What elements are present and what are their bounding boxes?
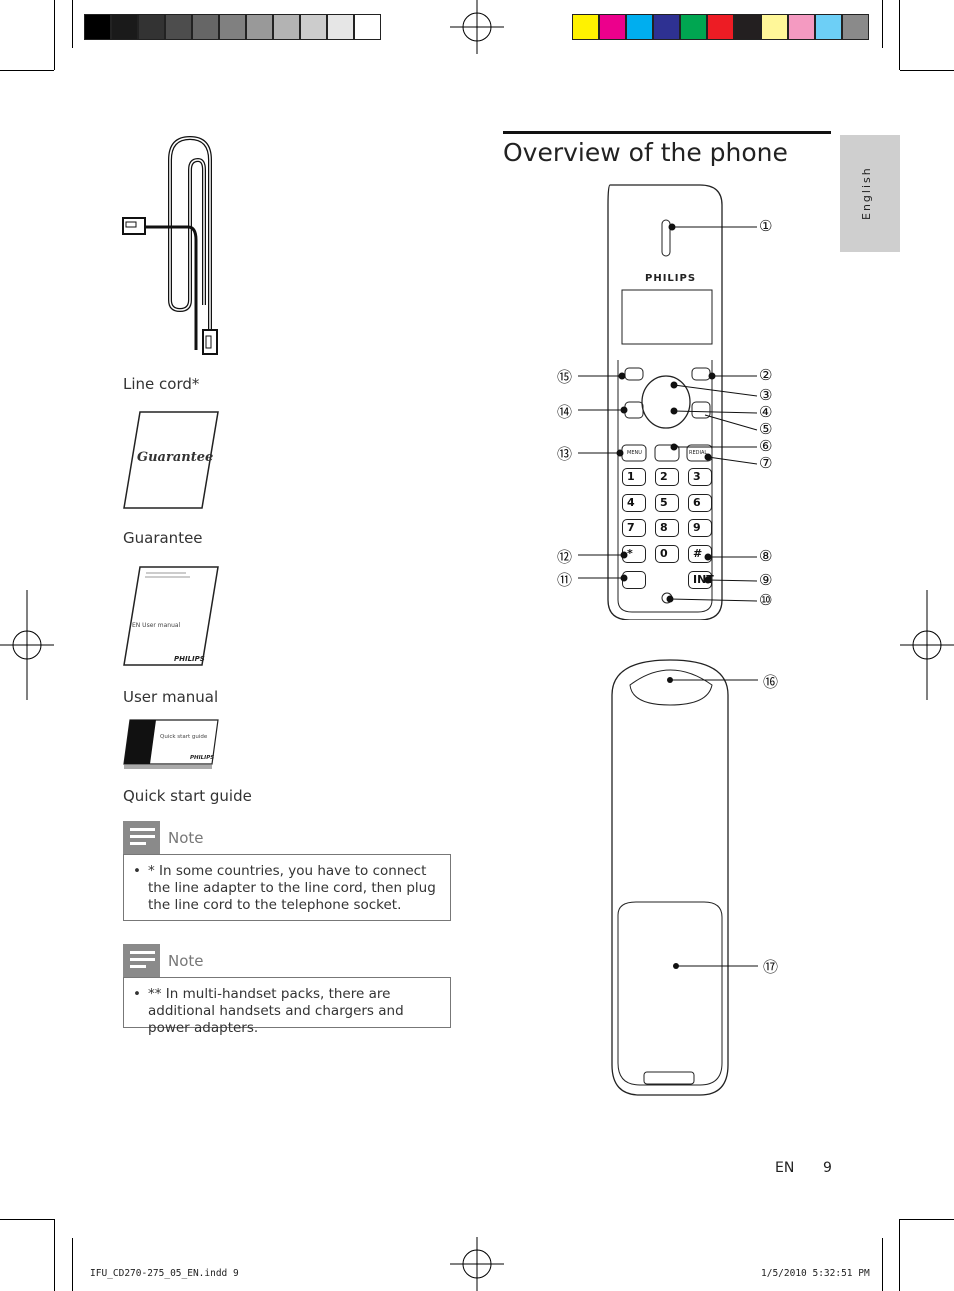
color-swatch [653, 14, 680, 40]
registration-mark [450, 1237, 504, 1291]
key-7: 7 [622, 519, 646, 537]
crop-mark [54, 1219, 55, 1291]
crop-mark [0, 70, 54, 71]
crop-mark [72, 1238, 73, 1291]
callout-number: ⑰ [763, 958, 779, 976]
callout-number: ② [759, 366, 773, 384]
key-6: 6 [688, 494, 712, 512]
color-swatch [572, 14, 599, 40]
callout-number: ⑩ [759, 591, 773, 609]
language-tab: English [840, 135, 900, 252]
page-title: Overview of the phone [503, 138, 788, 167]
callout-number: ⑬ [557, 445, 573, 463]
quick-start-cover-title: Quick start guide [160, 734, 208, 740]
title-rule [503, 131, 831, 134]
crop-mark [882, 0, 883, 48]
crop-mark [0, 1219, 54, 1220]
key-9: 9 [688, 519, 712, 537]
color-swatch [354, 14, 381, 40]
item-label-user-manual: User manual [123, 688, 219, 706]
callout-number: ⑭ [557, 403, 573, 421]
callout-number: ① [759, 217, 773, 235]
color-swatch [626, 14, 653, 40]
page-number: 9 [823, 1160, 832, 1176]
color-swatch [327, 14, 354, 40]
key-8: 8 [655, 519, 679, 537]
note-icon [123, 944, 160, 977]
item-label-guarantee: Guarantee [123, 529, 203, 547]
callout-number: ⑥ [759, 437, 773, 455]
callout-number: ⑪ [557, 571, 573, 589]
callout-number: ⑨ [759, 571, 773, 589]
color-swatch [84, 14, 111, 40]
quick-start-brand: PHILIPS [190, 755, 215, 761]
color-swatch [138, 14, 165, 40]
color-swatch [300, 14, 327, 40]
line-cord-illustration [122, 135, 218, 355]
footer-filename: IFU_CD270-275_05_EN.indd 9 [90, 1268, 239, 1279]
callout-number: ⑤ [759, 420, 773, 438]
registration-mark [900, 590, 954, 700]
color-swatch [599, 14, 626, 40]
user-manual-cover-title: EN User manual [132, 622, 181, 629]
registration-mark [450, 0, 504, 54]
note-body: * In some countries, you have to connect… [123, 854, 451, 921]
footer-timestamp: 1/5/2010 5:32:51 PM [761, 1268, 870, 1279]
color-swatch [815, 14, 842, 40]
crop-mark [900, 1219, 954, 1220]
note-icon [123, 821, 160, 854]
callout-number: ③ [759, 386, 773, 404]
callout-number: ⑯ [763, 673, 779, 691]
key-5: 5 [655, 494, 679, 512]
language-tab-label: English [860, 166, 873, 220]
key-INT: INT [688, 571, 714, 589]
color-swatch [165, 14, 192, 40]
crop-mark [54, 0, 55, 70]
color-swatch [111, 14, 138, 40]
color-swatch [761, 14, 788, 40]
crop-mark [882, 1238, 883, 1291]
item-label-quick-start-guide: Quick start guide [123, 787, 252, 805]
callout-lines [578, 223, 758, 603]
page-language: EN [775, 1160, 795, 1176]
color-swatch [219, 14, 246, 40]
key-4: 4 [622, 494, 646, 512]
callout-number: ⑮ [557, 368, 573, 386]
key-3: 3 [688, 468, 712, 486]
key-redial: REDIAL [689, 450, 708, 456]
key-1: 1 [622, 468, 646, 486]
guarantee-booklet-illustration [123, 411, 219, 509]
phone-brand: PHILIPS [645, 273, 697, 284]
callout-number: ⑧ [759, 547, 773, 565]
user-manual-illustration [123, 566, 219, 666]
callout-number: ⑫ [557, 548, 573, 566]
color-swatch [246, 14, 273, 40]
key-2: 2 [655, 468, 679, 486]
key-0: 0 [655, 545, 679, 563]
user-manual-brand: PHILIPS [174, 655, 205, 663]
crop-mark [72, 0, 73, 48]
color-swatch [273, 14, 300, 40]
callout-number: ④ [759, 403, 773, 421]
note-title: Note [168, 829, 204, 847]
guarantee-booklet-text: Guarantee [137, 450, 214, 465]
key-menu: MENU [627, 450, 642, 456]
crop-mark [900, 70, 954, 71]
quick-start-guide-illustration [123, 719, 219, 769]
crop-mark [899, 1219, 900, 1291]
color-swatch [734, 14, 761, 40]
color-swatch [707, 14, 734, 40]
color-swatch [788, 14, 815, 40]
callout-number: ⑦ [759, 454, 773, 472]
note-title: Note [168, 952, 204, 970]
color-swatch [192, 14, 219, 40]
color-swatch [680, 14, 707, 40]
item-label-line-cord: Line cord* [123, 375, 200, 393]
color-swatch [842, 14, 869, 40]
crop-mark [899, 0, 900, 70]
registration-mark [0, 590, 54, 700]
phone-back-illustration [611, 659, 758, 1096]
note-body: ** In multi-handset packs, there are add… [123, 977, 451, 1036]
